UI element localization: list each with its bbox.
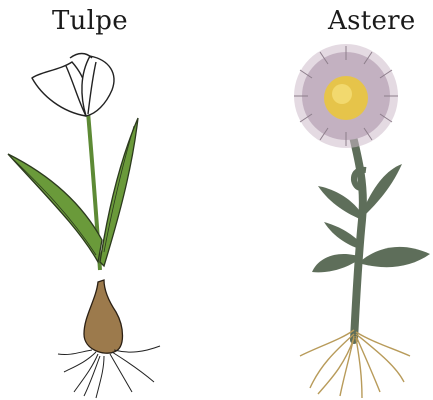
aster-flower [294,44,398,148]
aster-leaves [312,164,430,272]
